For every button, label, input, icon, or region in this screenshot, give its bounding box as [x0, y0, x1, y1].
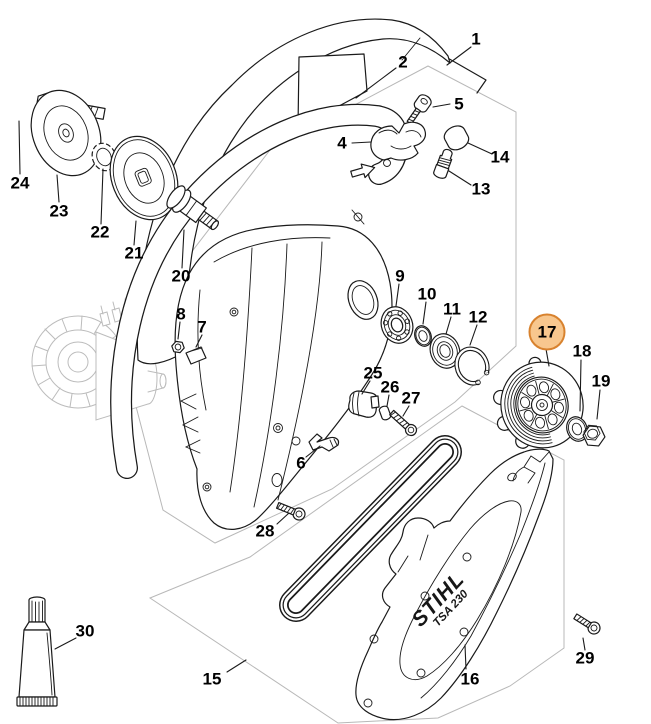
callout-leader-lines — [18, 46, 601, 673]
part-8-square-nut — [171, 340, 185, 354]
fastener-icon — [351, 209, 365, 225]
part-7-slide-block — [185, 346, 207, 365]
callout-12[interactable]: 12 — [468, 307, 488, 327]
callout-24[interactable]: 24 — [10, 173, 30, 193]
callout-15[interactable]: 15 — [202, 669, 222, 689]
part-19-hex-nut — [582, 424, 606, 447]
part-6-retainer — [308, 433, 340, 452]
part-28-screw — [275, 502, 306, 521]
group-boundary-upper — [119, 65, 517, 544]
callout-18[interactable]: 18 — [572, 341, 592, 361]
group-boundary-lower — [148, 405, 565, 724]
part-20-spindle-shaft — [166, 185, 220, 231]
callout-30[interactable]: 30 — [75, 621, 95, 641]
callout-27[interactable]: 27 — [401, 388, 421, 408]
part-9-ball-bearing — [380, 306, 414, 344]
callout-9[interactable]: 9 — [395, 266, 405, 286]
callout-16[interactable]: 16 — [460, 669, 480, 689]
part-23-pressure-washer — [30, 89, 102, 177]
part-4-deflector — [370, 121, 427, 161]
callout-7[interactable]: 7 — [197, 317, 207, 337]
part-13-plug — [433, 148, 453, 179]
housing-body — [174, 224, 393, 530]
part-25-clamp — [348, 390, 380, 418]
callout-29[interactable]: 29 — [575, 648, 595, 668]
callout-20[interactable]: 20 — [171, 266, 191, 286]
callout-23[interactable]: 23 — [49, 201, 69, 221]
callout-26[interactable]: 26 — [380, 377, 400, 397]
part-16-belt-cover: STIHL TSA 230 — [355, 448, 554, 721]
callout-14[interactable]: 14 — [490, 147, 510, 167]
part-2-guard-half — [136, 18, 451, 365]
part-29-screw — [573, 613, 601, 635]
part-15-drive-belt — [279, 435, 462, 622]
callout-1[interactable]: 1 — [471, 29, 481, 49]
part-26-sleeve — [378, 405, 392, 421]
callout-19[interactable]: 19 — [591, 371, 611, 391]
part-5-screw — [406, 94, 432, 125]
part-14-cap — [443, 125, 470, 151]
rotation-arrow-icon — [350, 163, 376, 179]
housing-spindle-hole — [347, 280, 379, 320]
callout-28[interactable]: 28 — [255, 521, 275, 541]
callout-11[interactable]: 11 — [443, 299, 461, 319]
part-17-belt-pulley — [493, 356, 584, 449]
callout-5[interactable]: 5 — [454, 94, 464, 114]
callout-13[interactable]: 13 — [471, 179, 491, 199]
part-12-snap-ring — [454, 346, 490, 386]
callout-17-highlighted[interactable]: 17 — [528, 313, 566, 351]
callout-22[interactable]: 22 — [90, 222, 110, 242]
callout-25[interactable]: 25 — [363, 363, 383, 383]
callout-2[interactable]: 2 — [398, 52, 408, 72]
callout-6[interactable]: 6 — [296, 453, 306, 473]
part-27-screw — [389, 409, 418, 437]
callout-8[interactable]: 8 — [176, 304, 186, 324]
part-11-grooved-bearing — [429, 333, 461, 369]
callout-21[interactable]: 21 — [124, 243, 144, 263]
part-30-adhesive-tube — [16, 596, 58, 707]
part-18-washer — [566, 416, 588, 442]
part-21-thrust-plate — [109, 135, 179, 221]
callout-4[interactable]: 4 — [337, 133, 347, 153]
part-10-washer — [414, 325, 432, 347]
callout-10[interactable]: 10 — [417, 284, 437, 304]
